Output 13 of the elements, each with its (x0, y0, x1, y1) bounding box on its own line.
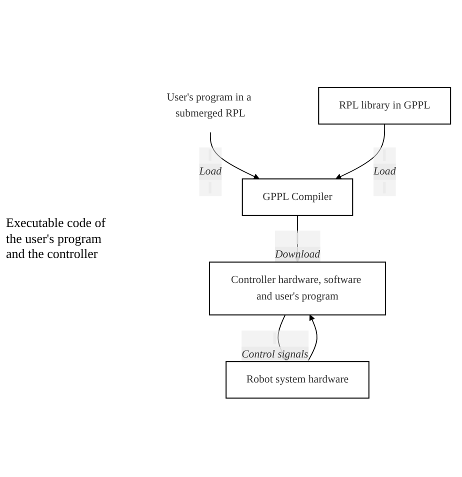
edge-label: Download (274, 248, 320, 260)
node-box: RPL library in GPPL (318, 86, 452, 124)
note-text: Executable code of the user's program and the controller (6, 215, 107, 262)
edge-label: Load (199, 165, 222, 177)
node-box: Robot system hardware (226, 360, 370, 398)
node-text: User's program in a submerged RPL (166, 91, 252, 120)
arrow (210, 131, 260, 179)
arrow (335, 123, 386, 179)
edge-label: Load (373, 165, 396, 177)
node-box: GPPL Compiler (242, 178, 354, 216)
node-box: Controller hardware, software and user's program (209, 261, 386, 316)
arrow (307, 314, 318, 362)
edge-label: Control signals (242, 348, 308, 360)
